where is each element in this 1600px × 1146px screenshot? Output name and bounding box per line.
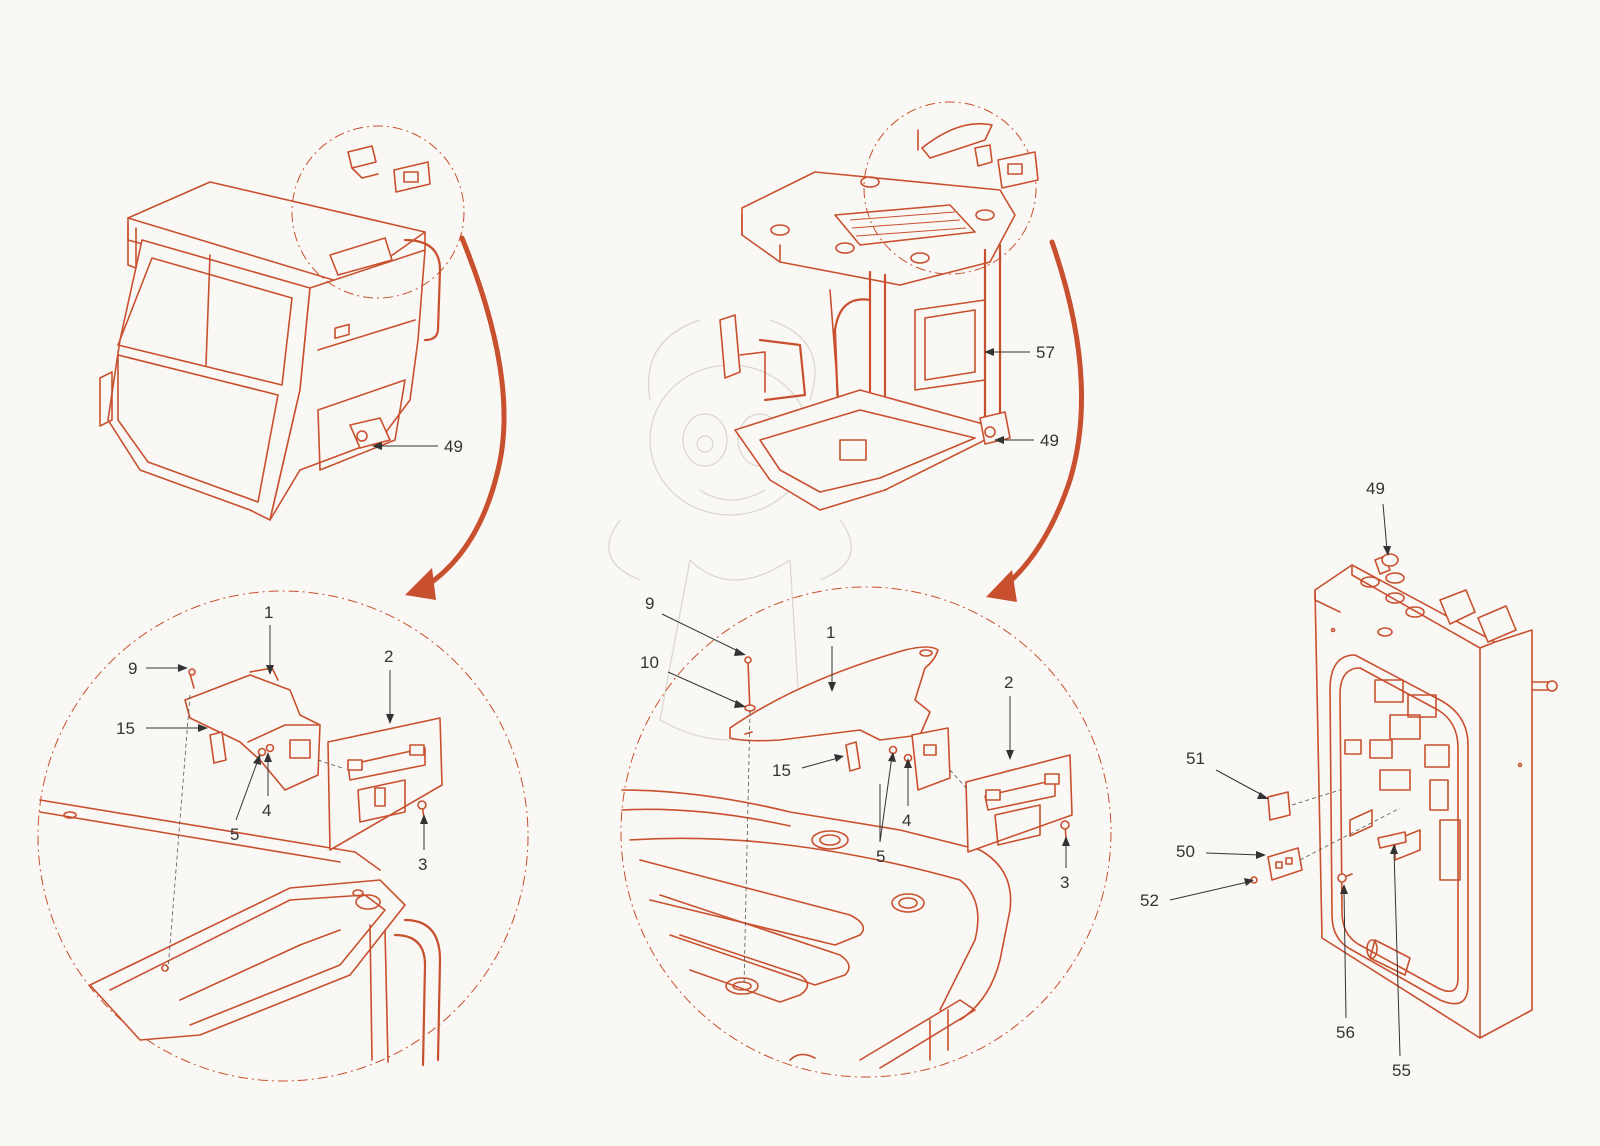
label-1: 1 bbox=[264, 603, 273, 622]
detail-cab bbox=[37, 590, 529, 1082]
watermark bbox=[608, 319, 852, 741]
label-5: 5 bbox=[876, 847, 885, 866]
control-box-callouts: 49 50 51 52 55 56 bbox=[1140, 479, 1411, 1080]
label-4: 4 bbox=[902, 811, 911, 830]
label-50: 50 bbox=[1176, 842, 1195, 861]
label-9: 9 bbox=[645, 594, 654, 613]
label-2: 2 bbox=[1004, 673, 1013, 692]
label-4: 4 bbox=[262, 801, 271, 820]
canopy-callout-49: 49 bbox=[994, 431, 1059, 450]
control-box bbox=[1314, 553, 1558, 1039]
label-55: 55 bbox=[1392, 1061, 1411, 1080]
label-57: 57 bbox=[1036, 343, 1055, 362]
label-2: 2 bbox=[384, 647, 393, 666]
label-3: 3 bbox=[418, 855, 427, 874]
label-1: 1 bbox=[826, 623, 835, 642]
label-9: 9 bbox=[128, 659, 137, 678]
canopy-assembly bbox=[719, 101, 1039, 511]
label-5: 5 bbox=[230, 825, 239, 844]
control-box-exploded-parts bbox=[1250, 789, 1407, 884]
label-15: 15 bbox=[116, 719, 135, 738]
label-51: 51 bbox=[1186, 749, 1205, 768]
label-3: 3 bbox=[1060, 873, 1069, 892]
label-49: 49 bbox=[444, 437, 463, 456]
label-49: 49 bbox=[1040, 431, 1059, 450]
label-49: 49 bbox=[1366, 479, 1385, 498]
zoom-arrow-left bbox=[405, 235, 507, 600]
label-52: 52 bbox=[1140, 891, 1159, 910]
cab-callout-49: 49 bbox=[372, 437, 463, 456]
label-56: 56 bbox=[1336, 1023, 1355, 1042]
detail-cab-callouts: 1 2 3 4 5 9 15 bbox=[116, 603, 428, 874]
cab-assembly bbox=[99, 125, 465, 521]
detail-canopy-callouts: 1 2 3 4 5 9 10 15 bbox=[640, 594, 1070, 892]
label-15: 15 bbox=[772, 761, 791, 780]
label-10: 10 bbox=[640, 653, 659, 672]
canopy-callout-57: 57 bbox=[984, 343, 1055, 362]
zoom-arrow-middle bbox=[986, 239, 1085, 602]
detail-canopy bbox=[620, 586, 1112, 1078]
